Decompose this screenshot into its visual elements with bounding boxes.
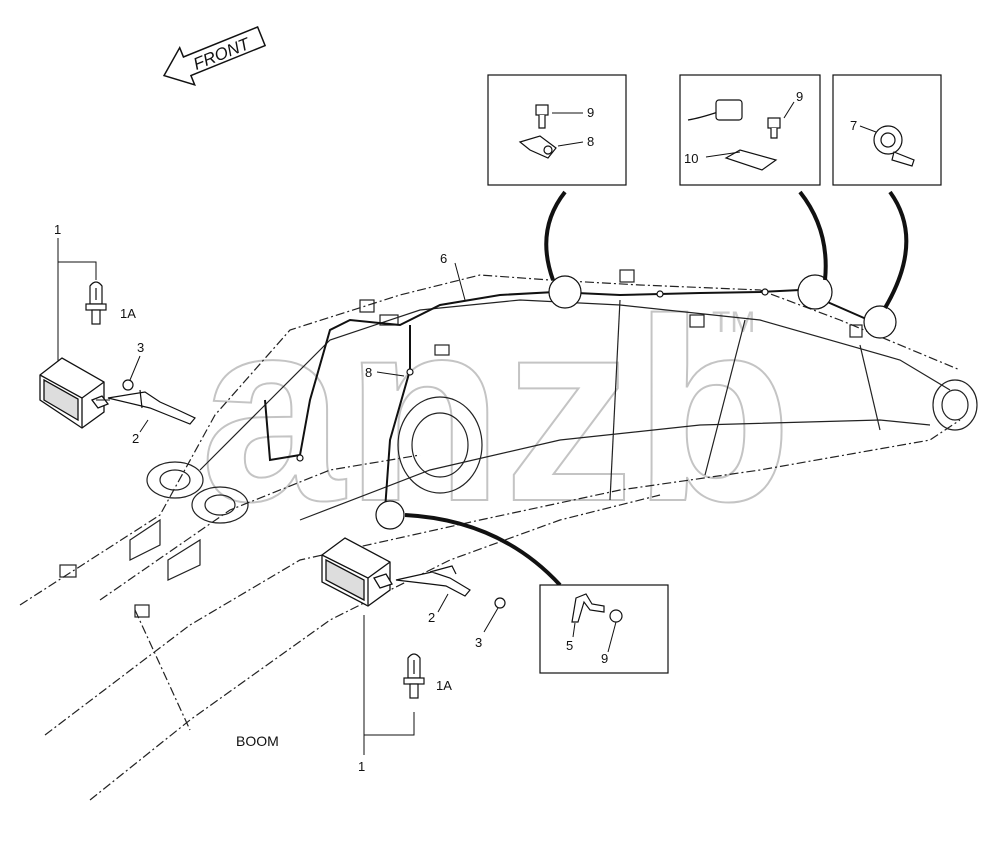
bottom-bolt-label: 3 <box>475 635 482 650</box>
detail1-clip-label: 8 <box>587 134 594 149</box>
detail1-bolt-label: 9 <box>587 105 594 120</box>
lamp-bracket <box>395 565 471 597</box>
detail-inset-bracket: 5 9 <box>539 584 669 674</box>
bolt-icon <box>494 597 506 609</box>
bottom-lamp-assembly: 2 3 1A 1 <box>321 537 506 774</box>
harness-clip-label: 8 <box>365 365 372 380</box>
front-arrow: FRONT <box>162 26 267 86</box>
top-left-bulb-label: 1A <box>120 306 136 321</box>
front-arrow-shape <box>162 26 267 86</box>
top-left-bolt-label: 3 <box>137 340 144 355</box>
work-lamp-icon <box>321 537 393 607</box>
bottom-lamp-group-label: 1 <box>358 759 365 774</box>
detail4-bolt-label: 9 <box>601 651 608 666</box>
work-lamp-icon <box>39 357 110 429</box>
detail2-plate-label: 10 <box>684 151 698 166</box>
bolt-icon <box>122 379 134 391</box>
detail-inset-clip: 9 8 <box>487 74 627 186</box>
detail3-clamp-label: 7 <box>850 118 857 133</box>
watermark: anzb TM <box>199 265 793 557</box>
detail-inset-clamp: 7 <box>832 74 942 186</box>
wiring-harness <box>264 288 881 511</box>
boom-outline <box>19 269 978 801</box>
bulb-icon <box>85 281 107 325</box>
detail-inset-connector: 9 10 <box>679 74 821 186</box>
bulb-icon <box>403 653 425 699</box>
watermark-tm: TM <box>712 306 755 339</box>
bottom-bracket-label: 2 <box>428 610 435 625</box>
detail-leaders <box>404 190 909 587</box>
lamp-bracket <box>107 389 196 425</box>
top-left-lamp-group-label: 1 <box>54 222 61 237</box>
top-left-lamp-assembly: 1 1A 3 2 <box>39 222 196 446</box>
front-arrow-label: FRONT <box>191 34 254 74</box>
boom-label: BOOM <box>236 733 279 749</box>
harness-label: 6 <box>440 251 447 266</box>
watermark-text: anzb <box>200 266 792 556</box>
detail4-bracket-label: 5 <box>566 638 573 653</box>
top-left-bracket-label: 2 <box>132 431 139 446</box>
bottom-bulb-label: 1A <box>436 678 452 693</box>
detail2-bolt-label: 9 <box>796 89 803 104</box>
detail-markers <box>375 274 897 530</box>
